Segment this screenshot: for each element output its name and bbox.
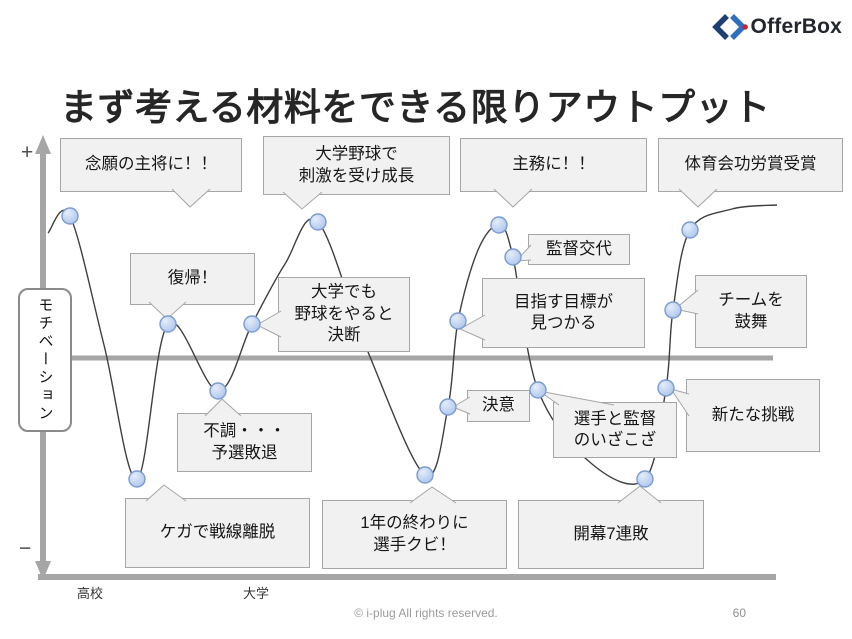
y-axis-plus-label: + [21, 141, 34, 164]
offerbox-logo-icon [711, 14, 748, 40]
y-axis-arrow-up-icon [35, 135, 51, 154]
callout-ketsui: 決意 [467, 390, 530, 422]
callout-senshu-to-kantoku: 選手と監督 のいざこざ [553, 402, 677, 458]
callout-team-wo-kobu: チームを 鼓舞 [695, 275, 807, 348]
callout-arata-na-chosen: 新たな挑戦 [686, 379, 820, 452]
callout-fucho-yosen-haitai: 不調・・・ 予選敗退 [177, 413, 312, 472]
x-tick-daigaku: 大学 [242, 586, 270, 601]
callout-mezasu-mokuhyo: 目指す目標が 見つかる [482, 278, 645, 348]
offerbox-logo: OfferBox [711, 12, 842, 42]
callout-taiikukai-korosho: 体育会功労賞受賞 [658, 138, 843, 192]
callout-kaimaku-7renpai: 開幕7連敗 [518, 500, 704, 569]
y-axis-label: モチベーション [18, 288, 72, 432]
callout-ichinen-kubi: 1年の終わりに 選手クビ！ [322, 500, 507, 569]
callout-kega-risudatsu: ケガで戦線離脱 [125, 498, 310, 568]
callout-daigaku-yakyu-seicho: 大学野球で 刺激を受け成長 [263, 136, 450, 195]
callout-shumu-ni: 主務に！！ [460, 138, 647, 192]
callout-daigaku-demo-ketsudan: 大学でも 野球をやると 決断 [278, 277, 410, 352]
callout-fukki: 復帰！ [130, 253, 255, 305]
y-axis-minus-label: − [19, 537, 32, 560]
slide-title: まず考える材料をできる限りアウトプット [60, 86, 771, 128]
footer-page-number: 60 [732, 606, 746, 620]
y-axis-arrow-down-icon [35, 561, 51, 580]
callout-nengan-no-shusho: 念願の主将に！！ [60, 138, 242, 192]
offerbox-logo-text: OfferBox [750, 15, 842, 38]
x-tick-koko: 高校 [76, 586, 104, 601]
footer-copyright: © i-plug All rights reserved. [354, 606, 498, 620]
callout-kantoku-kotai: 監督交代 [528, 234, 630, 265]
